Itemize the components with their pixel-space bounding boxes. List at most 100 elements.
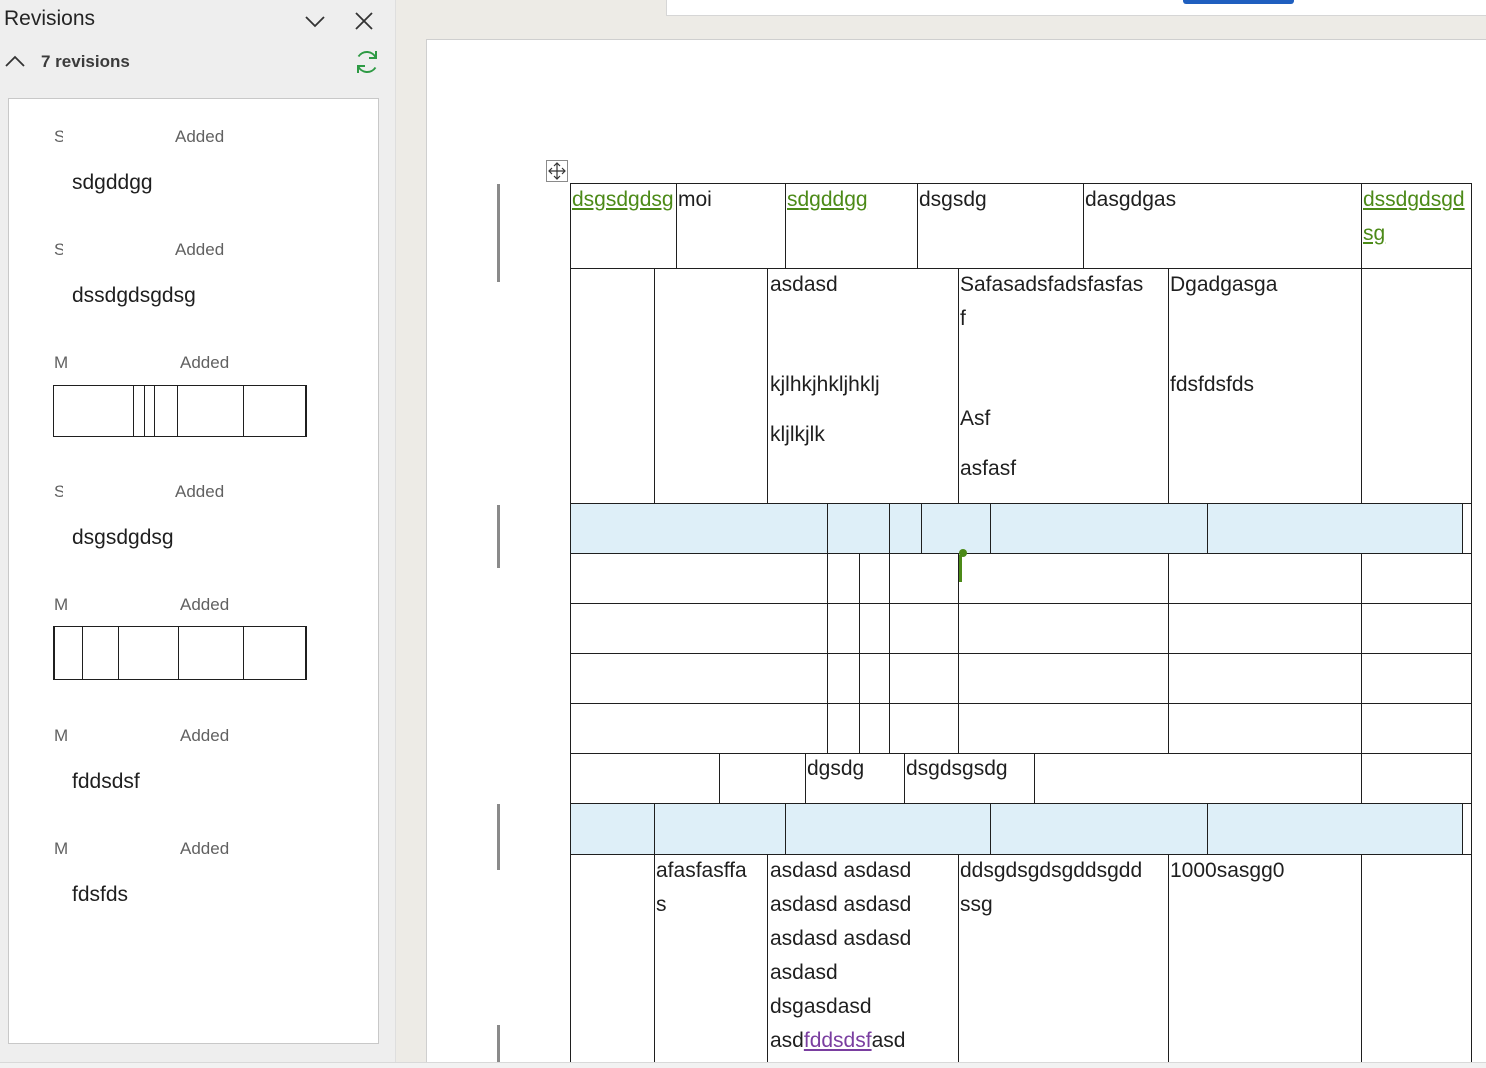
revision-status: Added [180,353,230,372]
table-border [1361,268,1362,503]
revision-author: S [54,127,63,146]
table-preview-column [82,627,83,679]
inserted-text: sdgddgg [787,188,868,211]
table-border [570,553,1472,554]
table-border [1034,753,1035,803]
table-border [889,503,890,553]
revision-card[interactable]: M Added [9,595,378,695]
table-cell-text: asdasd [770,961,838,984]
revision-status: Added [180,595,230,614]
close-icon[interactable] [350,8,378,34]
table-border [827,503,828,553]
revision-card[interactable]: M Added [9,353,378,453]
table-border [990,803,991,854]
revision-text: fddsdsf [72,770,140,793]
table-border [859,553,860,753]
table-border [889,553,890,753]
revision-card[interactable]: M Added fdsfds [9,839,378,939]
table-cell-text: asfasf [960,457,1017,480]
table-border [1462,503,1463,553]
table-border [1361,553,1362,753]
table-cell-text: Asf [960,407,991,430]
primary-button[interactable] [1183,0,1294,4]
table-border [1083,183,1084,268]
table-cell-text: Dgadgasga [1170,273,1278,296]
table-preview-column [154,386,155,436]
table-preview-column [243,627,244,679]
revision-card[interactable]: S Added sdgddgg [9,127,378,227]
change-bar [497,505,500,568]
table-border [719,753,720,803]
table-border [654,268,655,503]
revision-text: fdsfds [72,883,129,906]
table-cell[interactable]: dasgdgas [1085,188,1177,211]
table-cell-text: kljlkjlk [770,423,825,446]
table-border [767,268,768,503]
revision-card[interactable]: S Added dsgsdgdsg [9,482,378,582]
table-cell-text: asdasd asdasd [770,893,912,916]
table-cell-text: asdasd asdasd [770,927,912,950]
table-preview-column [118,627,119,679]
revision-status: Added [175,127,225,146]
table-move-handle-icon[interactable] [546,160,568,182]
table-border [958,854,959,1062]
table-border [676,183,677,268]
table-border [1361,183,1362,268]
table-cell-text: asdasd asdasd [770,859,912,882]
table-border [1207,803,1208,854]
table-cell[interactable]: dssdgdsgdsg [1363,183,1467,251]
table-border [570,854,1472,855]
table-preview-column [177,386,178,436]
table-border [1168,268,1169,503]
text-run: asd [871,1029,906,1052]
table-border [570,268,1472,269]
table-cell[interactable]: moi [678,188,712,211]
status-bar [0,1062,1486,1068]
table-border [1207,503,1208,553]
notification-bar [666,0,1486,16]
revision-card[interactable]: M Added fddsdsf [9,726,378,826]
table-border [904,753,905,803]
table-cell[interactable]: sdgddgg [787,183,868,217]
table-border [1168,854,1169,1062]
table-border [785,803,786,854]
revision-status: Added [180,726,230,745]
revision-text: dsgsdgdsg [72,526,174,549]
revision-author: M [54,726,68,745]
table-cell-text: f [960,307,966,330]
table-cell-text: s [656,893,667,916]
table-row-inserted [571,804,1463,854]
table-border [570,503,1472,504]
table-border [917,183,918,268]
revision-card[interactable]: S Added dssdgdsgdsg [9,240,378,340]
table-border [570,183,571,1062]
table-row-inserted [571,504,1463,553]
table-preview-column [144,386,145,436]
table-border [654,803,655,854]
table-preview [53,626,307,680]
change-bar [497,1025,500,1062]
revisions-pane: Revisions 7 revisions S Added sdgddgg S … [0,0,396,1062]
table-cell-text: dgsdg [807,757,865,780]
table-cell-text: ssg [960,893,993,916]
chevron-down-icon[interactable] [301,9,329,33]
table-border [958,553,959,753]
table-border [570,603,1472,604]
table-cell-text: dsgasdasd [770,995,872,1018]
table-preview-column [243,386,244,436]
table-cell[interactable]: dsgsdgdsg [572,183,675,217]
inserted-text: dsgsdgdsg [572,188,674,211]
table-cell-text: fdsfdsfds [1170,373,1255,396]
table-border [958,268,959,503]
table-cell-text: asdasd [770,273,838,296]
revision-author: M [54,839,68,858]
table-border [1462,803,1463,854]
change-bar [497,184,500,282]
table-cell[interactable]: dsgsdg [919,188,987,211]
text-cursor-icon [959,549,967,582]
table-border [785,183,786,268]
chevron-up-icon[interactable] [2,50,28,72]
refresh-icon[interactable] [352,47,382,77]
table-preview-column [178,627,179,679]
